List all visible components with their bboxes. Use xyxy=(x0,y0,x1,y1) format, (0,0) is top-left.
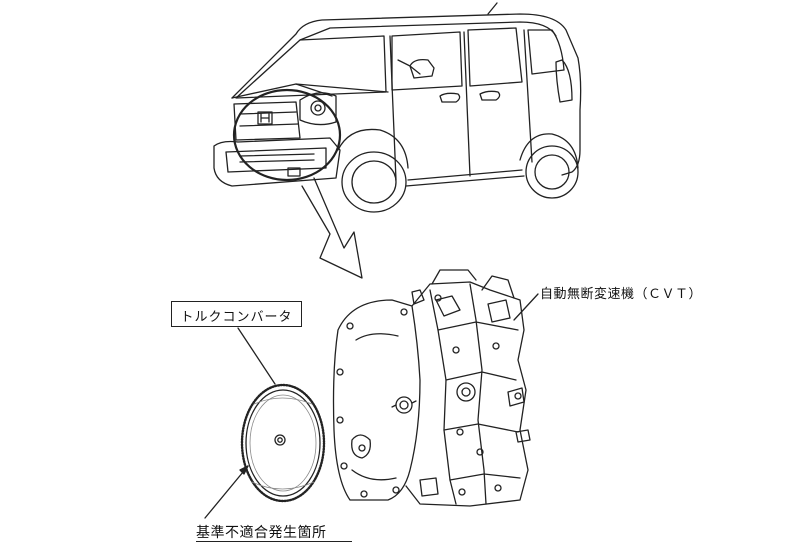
torque-converter-illustration xyxy=(240,383,326,503)
defect-label-underline xyxy=(196,541,352,542)
emblem-icon xyxy=(257,111,273,125)
transmission-case xyxy=(405,281,529,507)
input-shaft xyxy=(395,396,413,414)
front-window xyxy=(391,31,463,91)
bellhousing xyxy=(332,299,421,501)
front-bumper xyxy=(213,137,341,187)
torque-converter-label: トルクコンバータ xyxy=(180,310,293,325)
pointer-arrow xyxy=(301,177,363,279)
vehicle-body-outline xyxy=(231,13,582,176)
ring-gear xyxy=(240,383,326,503)
defect-location-label: 基準不適合発生箇所 xyxy=(196,525,327,541)
cvt-leader-line xyxy=(513,293,539,321)
windshield xyxy=(235,35,387,99)
side-mirror xyxy=(409,58,435,79)
vehicle-illustration xyxy=(213,2,582,213)
rear-window xyxy=(467,27,523,87)
highlight-circle xyxy=(232,88,342,182)
rear-wheel xyxy=(525,145,579,199)
defect-arrowhead-icon xyxy=(239,465,249,475)
cvt-label: 自動無断変速機（ＣＶＴ） xyxy=(540,287,703,302)
bellhousing-bolts xyxy=(336,308,408,498)
torque-converter-label-box: トルクコンバータ xyxy=(171,301,302,327)
cvt-illustration xyxy=(332,269,531,507)
cvt-connector xyxy=(507,387,525,407)
torque-converter-leader-line xyxy=(237,327,276,385)
front-wheel xyxy=(341,151,407,213)
converter-hub xyxy=(274,434,286,446)
defect-leader-line xyxy=(204,465,249,519)
output-flange xyxy=(456,382,476,402)
front-door-handle xyxy=(439,92,461,103)
rear-door-handle xyxy=(479,90,501,101)
